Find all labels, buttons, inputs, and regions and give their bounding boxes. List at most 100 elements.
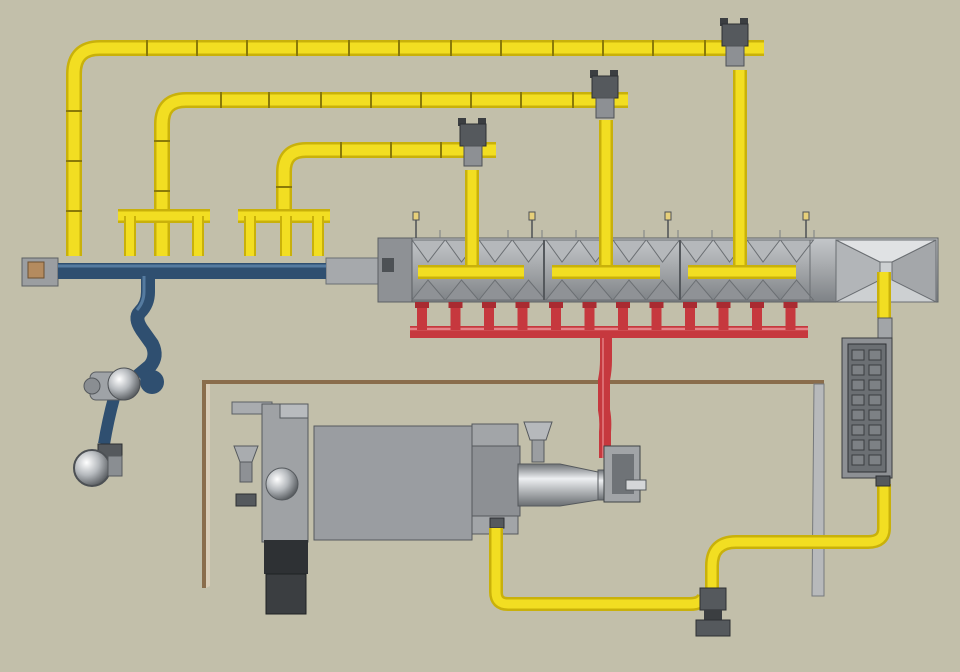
- dryer-panel-bottom: [678, 279, 715, 301]
- red-leg-flange: [649, 302, 664, 308]
- flange-joint: [450, 40, 452, 56]
- dryer-panel-top: [511, 239, 547, 263]
- flange-joint: [66, 160, 82, 162]
- red-leg: [450, 302, 461, 330]
- dryer-panel-bottom: [712, 279, 748, 301]
- flange-joint: [220, 92, 222, 108]
- sensor-head: [412, 211, 420, 221]
- dryer-panel-top: [746, 239, 782, 263]
- dryer-panel-top: [645, 239, 681, 263]
- red-leg-flange: [716, 302, 731, 308]
- filter-cell: [851, 349, 865, 361]
- flange-joint: [196, 40, 198, 56]
- red-leg: [417, 302, 427, 330]
- flange-joint: [154, 140, 170, 142]
- filter-cells: [851, 349, 882, 466]
- damper-handle: [458, 118, 466, 126]
- pipe-flange-joints: [66, 40, 706, 212]
- flange-joint: [296, 40, 298, 56]
- yellow-exhaust-pipes: [66, 40, 891, 611]
- flange-joint: [370, 92, 372, 108]
- red-leg-flange: [515, 302, 530, 308]
- red-leg-flange: [482, 302, 496, 308]
- flange-joint: [398, 40, 400, 56]
- blue-return-pipe: [58, 263, 326, 445]
- filter-cell: [868, 454, 882, 466]
- flange-joint: [704, 40, 706, 56]
- flange-joint: [572, 92, 574, 108]
- burner-furnace: [231, 401, 647, 615]
- dryer-panel-bottom: [779, 279, 815, 301]
- damper-handle: [610, 70, 618, 78]
- red-leg: [484, 302, 494, 330]
- red-leg: [551, 302, 561, 330]
- filter-cell: [851, 424, 865, 436]
- flange-joint: [154, 190, 170, 192]
- dryer-panels: [410, 239, 815, 301]
- flange-joint: [268, 92, 270, 108]
- flange-joint: [146, 40, 148, 56]
- damper-neck: [725, 45, 745, 67]
- dryer-panel-top: [612, 239, 648, 263]
- red-leg: [752, 302, 762, 330]
- red-leg-flange: [415, 302, 429, 308]
- flange-joint: [246, 40, 248, 56]
- flange-joint: [320, 92, 322, 108]
- red-leg: [685, 302, 695, 330]
- flange-joint: [440, 142, 442, 158]
- red-leg-flange: [582, 302, 597, 308]
- flange-joint: [340, 142, 342, 158]
- filter-cell: [868, 349, 882, 361]
- red-leg-flange: [448, 302, 463, 308]
- red-distribution-legs: [415, 302, 798, 330]
- flange-joint: [66, 110, 82, 112]
- damper-body: [459, 123, 487, 147]
- damper-handle: [478, 118, 486, 126]
- filter-cell: [851, 394, 865, 406]
- dryer-panel-bottom: [477, 279, 514, 301]
- damper-neck: [463, 145, 483, 167]
- flange-joint: [348, 40, 350, 56]
- dryer-panel-bottom: [410, 279, 447, 301]
- dryer-panel-top: [779, 239, 815, 263]
- flange-joint: [652, 40, 654, 56]
- dryer-panel-top: [679, 239, 715, 263]
- damper-neck: [595, 97, 615, 119]
- dryer-panel-bottom: [645, 279, 681, 301]
- flange-joint: [602, 40, 604, 56]
- filter-cell: [851, 439, 865, 451]
- filter-cell: [868, 364, 882, 376]
- dryer-panel-top: [411, 239, 447, 263]
- flange-joint: [390, 142, 392, 158]
- red-leg: [618, 302, 628, 330]
- filter-cell: [851, 364, 865, 376]
- dryer-panel-bottom: [544, 279, 581, 301]
- blower-unit: [73, 367, 141, 487]
- sensor-head: [528, 211, 536, 221]
- dryer-sensors: [412, 211, 815, 238]
- dryer-panel-bottom: [611, 279, 648, 301]
- flange-joint: [520, 92, 522, 108]
- red-supply-header: [410, 326, 808, 458]
- flange-joint: [276, 186, 292, 188]
- red-leg: [651, 302, 662, 330]
- sensor-head: [664, 211, 672, 221]
- damper-handle: [720, 18, 728, 26]
- red-leg-flange: [549, 302, 563, 308]
- filter-cell: [868, 439, 882, 451]
- red-leg-flange: [783, 302, 798, 308]
- red-leg-flange: [683, 302, 697, 308]
- dryer-panel-top: [478, 239, 514, 263]
- red-leg: [785, 302, 796, 330]
- damper-valves: [458, 18, 749, 167]
- damper-body: [591, 75, 619, 99]
- flange-joint: [500, 40, 502, 56]
- damper-handle: [740, 18, 748, 26]
- dryer-panel-bottom: [511, 279, 547, 301]
- damper-body: [721, 23, 749, 47]
- dryer-panel-top: [545, 239, 581, 263]
- sensor-head: [802, 211, 810, 221]
- filter-cell: [851, 409, 865, 421]
- filter-cell: [868, 424, 882, 436]
